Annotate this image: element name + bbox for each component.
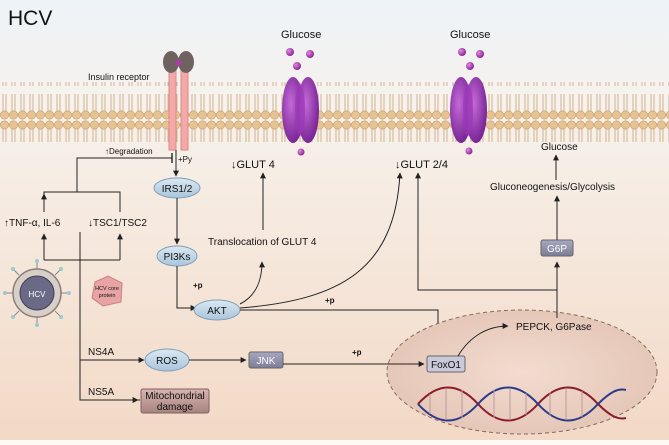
ns5a-label: NS5A: [88, 387, 114, 398]
hcv-core-label-line2: protein: [99, 293, 116, 299]
glucose-molecules: [286, 48, 484, 156]
degradation-label: ↑Degradation: [105, 147, 153, 156]
insulin-receptor-label: Insulin receptor: [88, 72, 150, 82]
translocation-label: Translocation of GLUT 4: [208, 237, 317, 248]
arrow-pi3k-to-akt: [176, 266, 197, 311]
ns4a-label: NS4A: [88, 347, 114, 358]
glucose-channel-right: [450, 77, 487, 143]
arrow-foxo-to-pepck: [457, 323, 509, 357]
foxo1-label: FoxO1: [431, 360, 461, 371]
gluconeogenesis-label: Gluconeogenesis/Glycolysis: [490, 182, 615, 193]
arrow-akt-to-translocation: [239, 261, 265, 305]
py-label: +Py: [178, 155, 192, 164]
tnf-il6-label: ↑TNF-α, IL-6: [4, 218, 61, 229]
tnf-tsc-bracket: [43, 191, 121, 212]
glucose-output-label: Glucose: [541, 142, 578, 153]
p-label-pi3k-akt: +p: [193, 281, 203, 290]
pepck-label: PEPCK, G6Pase: [516, 322, 592, 333]
hcv-core-label-line1: HCV core: [95, 286, 119, 292]
hcv-core-protein-shape: [91, 275, 123, 307]
jnk-label: JNK: [257, 356, 276, 367]
glucose-label-left: Glucose: [281, 29, 321, 41]
jnk-box: [248, 351, 284, 369]
hcv-virus-label: HCV: [29, 290, 47, 299]
cell-membrane: [0, 82, 669, 142]
foxo1-box: [426, 355, 466, 373]
arrow-pepck-to-glut24: [415, 172, 557, 291]
hcv-virus-particle: [3, 259, 71, 327]
irs12-label: IRS1/2: [162, 184, 193, 195]
glut24-label: ↓GLUT 2/4: [395, 159, 448, 171]
g6p-label: G6P: [547, 244, 567, 255]
glut4-label: ↓GLUT 4: [231, 159, 275, 171]
glucose-label-right: Glucose: [450, 29, 490, 41]
p-label-akt-foxo: +p: [325, 296, 335, 305]
p-label-jnk-foxo: +p: [352, 348, 362, 357]
insulin-receptor: [163, 51, 194, 151]
nucleus: [386, 309, 658, 435]
mito-label-line2: damage: [157, 402, 194, 413]
pi3k-label: PI3Ks: [164, 252, 191, 263]
hcv-title: HCV: [8, 7, 52, 30]
mito-label-line1: Mitochondrial: [145, 391, 204, 402]
degradation-inhibit-line: [76, 157, 172, 192]
akt-label: AKT: [207, 306, 226, 317]
arrow-akt-to-glut24: [239, 172, 403, 309]
glucose-channel-left: [282, 77, 319, 143]
tsc-label: ↓TSC1/TSC2: [88, 218, 147, 229]
ros-label: ROS: [156, 356, 178, 367]
dna-helix: [417, 386, 627, 422]
mitochondrial-damage-box: [140, 388, 210, 414]
